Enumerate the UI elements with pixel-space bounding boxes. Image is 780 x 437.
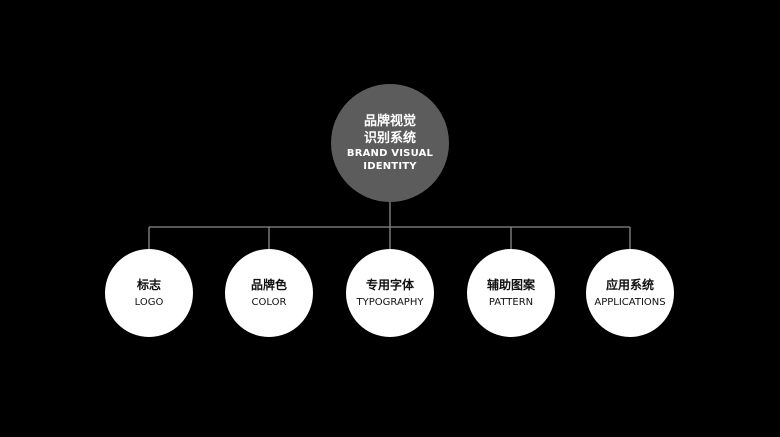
child-label-en: COLOR — [251, 297, 287, 308]
child-node-logo: 标志 LOGO — [105, 249, 193, 337]
child-label-zh: 专用字体 — [365, 278, 414, 292]
child-label-en: TYPOGRAPHY — [356, 297, 424, 308]
child-node-typography: 专用字体 TYPOGRAPHY — [346, 249, 434, 337]
child-label-en: PATTERN — [488, 297, 534, 308]
root-label-en-1: BRAND VISUAL — [346, 148, 434, 159]
child-label-en: APPLICATIONS — [594, 297, 666, 308]
child-label-zh: 应用系统 — [605, 278, 654, 292]
child-node-applications: 应用系统 APPLICATIONS — [586, 249, 674, 337]
child-label-en: LOGO — [134, 297, 164, 308]
child-node-color: 品牌色 COLOR — [225, 249, 313, 337]
root-node-brand-visual-identity: 品牌视觉 识别系统 BRAND VISUAL IDENTITY — [331, 84, 449, 202]
root-label-en-2: IDENTITY — [363, 161, 417, 172]
root-label-zh-1: 品牌视觉 — [363, 114, 416, 129]
child-node-pattern: 辅助图案 PATTERN — [467, 249, 555, 337]
child-label-zh: 辅助图案 — [486, 278, 535, 292]
child-label-zh: 品牌色 — [250, 278, 287, 292]
child-label-zh: 标志 — [136, 278, 161, 292]
root-label-zh-2: 识别系统 — [363, 131, 416, 146]
